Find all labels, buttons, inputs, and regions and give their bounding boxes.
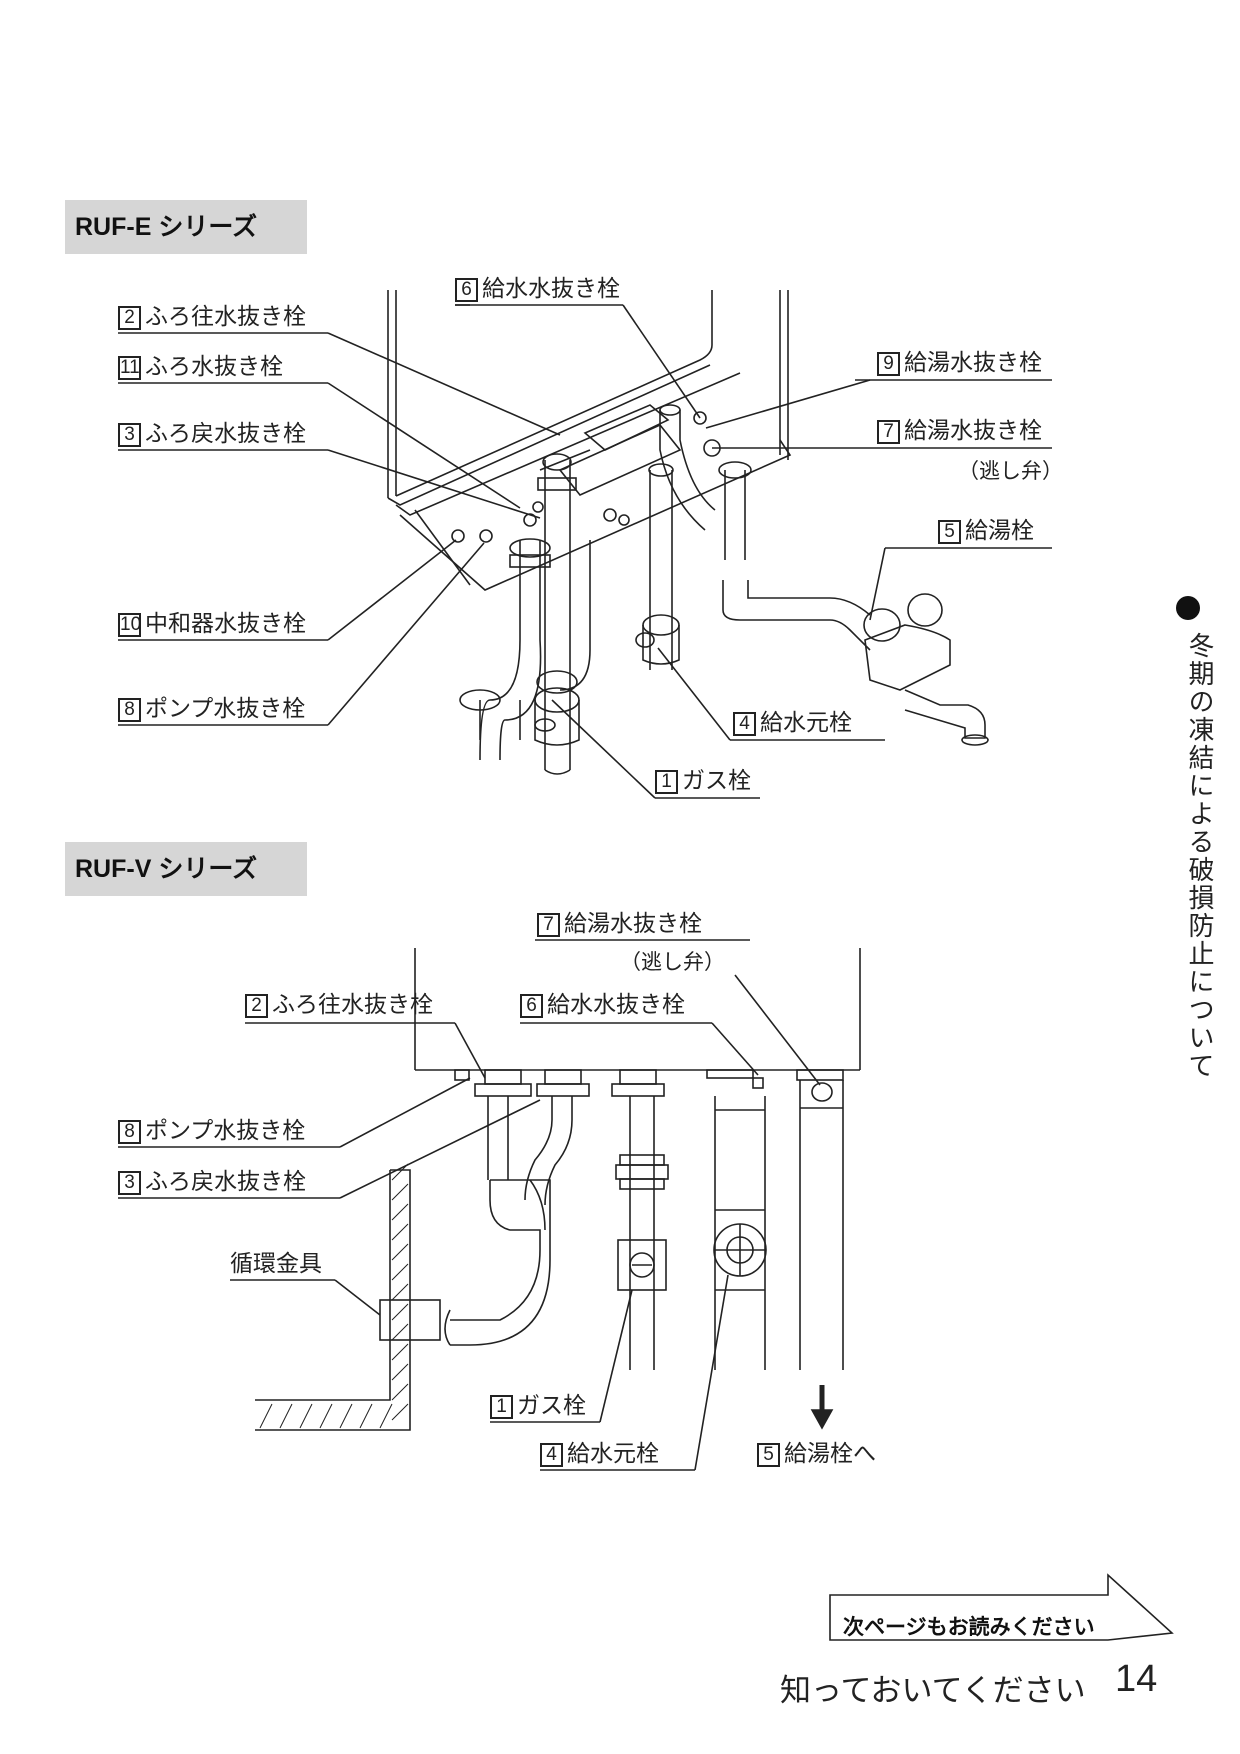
relief-valve-note-v: （逃し弁） [620,950,725,974]
next-page-note[interactable]: 次ページもお読みください [843,1615,1095,1639]
side-tab-title: 冬期の凍結による破損防止について [1184,632,1214,1080]
footer-section-title: 知っておいてください [780,1673,1086,1709]
side-tab-bullet-icon [1176,596,1200,620]
section-title-ruf-v: RUF-V シリーズ [65,842,307,896]
section-title-ruf-e: RUF-E シリーズ [65,200,307,254]
label-v-fitting: 循環金具 [230,1251,322,1277]
relief-valve-note-e: （逃し弁） [958,459,1063,483]
page-number: 14 [1115,1658,1158,1700]
